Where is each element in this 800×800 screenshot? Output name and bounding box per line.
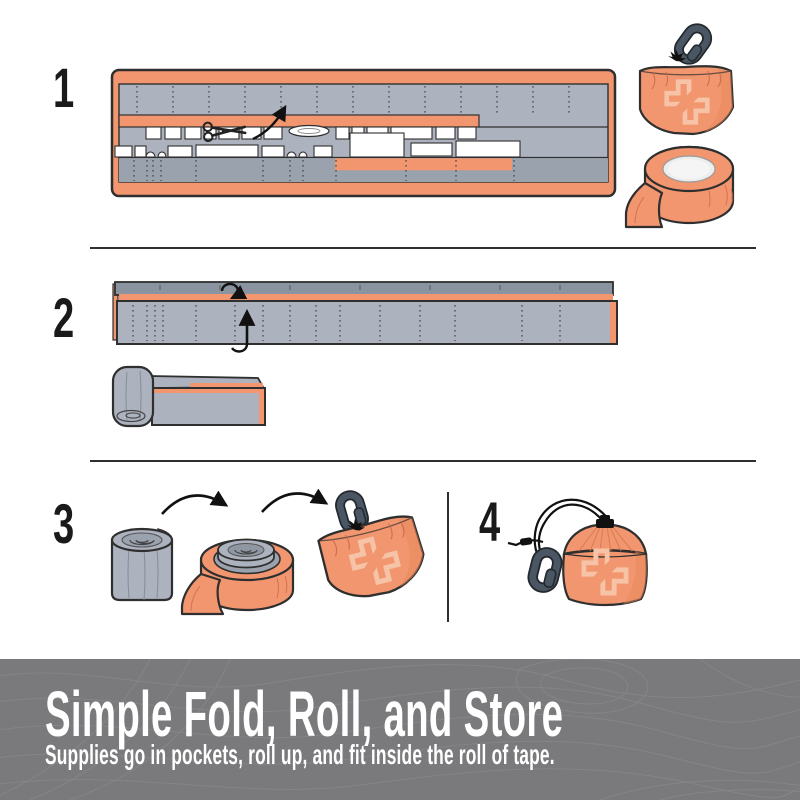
step-3-number: 3 — [53, 492, 75, 555]
scissors-icon — [202, 121, 247, 143]
folded-organizer-illustration — [112, 281, 618, 353]
fold-down-arrow-icon — [220, 282, 248, 300]
tilted-pouch-with-carabiner-icon — [317, 493, 430, 606]
roll-arrow-icon-2 — [261, 488, 329, 513]
carabiner-icon — [530, 550, 560, 590]
insert-arrow-icon — [252, 104, 287, 141]
unrolled-organizer-illustration — [110, 68, 617, 198]
pocket-row-bottom — [114, 132, 521, 158]
roll-arrow-icon — [161, 490, 229, 515]
step-4-number: 4 — [479, 490, 501, 553]
topographic-pattern — [0, 659, 800, 800]
step-2-number: 2 — [53, 286, 75, 349]
pouch-with-carabiner-icon — [640, 24, 733, 134]
rolled-bandage-icon — [288, 124, 330, 138]
cord-clamp — [596, 519, 614, 528]
banner-subtitle: Supplies go in pockets, roll up, and fit… — [45, 739, 555, 770]
illustration-canvas — [90, 0, 756, 622]
banner-title: Simple Fold, Roll, and Store — [45, 678, 564, 750]
drawstring-cord — [537, 503, 604, 554]
rolled-organizer-icon — [110, 527, 174, 602]
organizer-inside-tape-roll-icon — [180, 538, 295, 616]
elastic-band — [118, 114, 480, 128]
fold-up-arrow-icon — [231, 308, 256, 353]
step-1-number: 1 — [53, 56, 75, 119]
tape-roll-icon — [624, 145, 735, 229]
drawstring-pouch-icon — [562, 515, 648, 607]
partially-rolled-organizer-icon — [111, 365, 266, 428]
bottom-banner: Simple Fold, Roll, and Store Supplies go… — [0, 659, 800, 800]
cord-toggle — [519, 537, 533, 546]
drawstring-pouch-with-carabiner-icon — [507, 498, 648, 607]
